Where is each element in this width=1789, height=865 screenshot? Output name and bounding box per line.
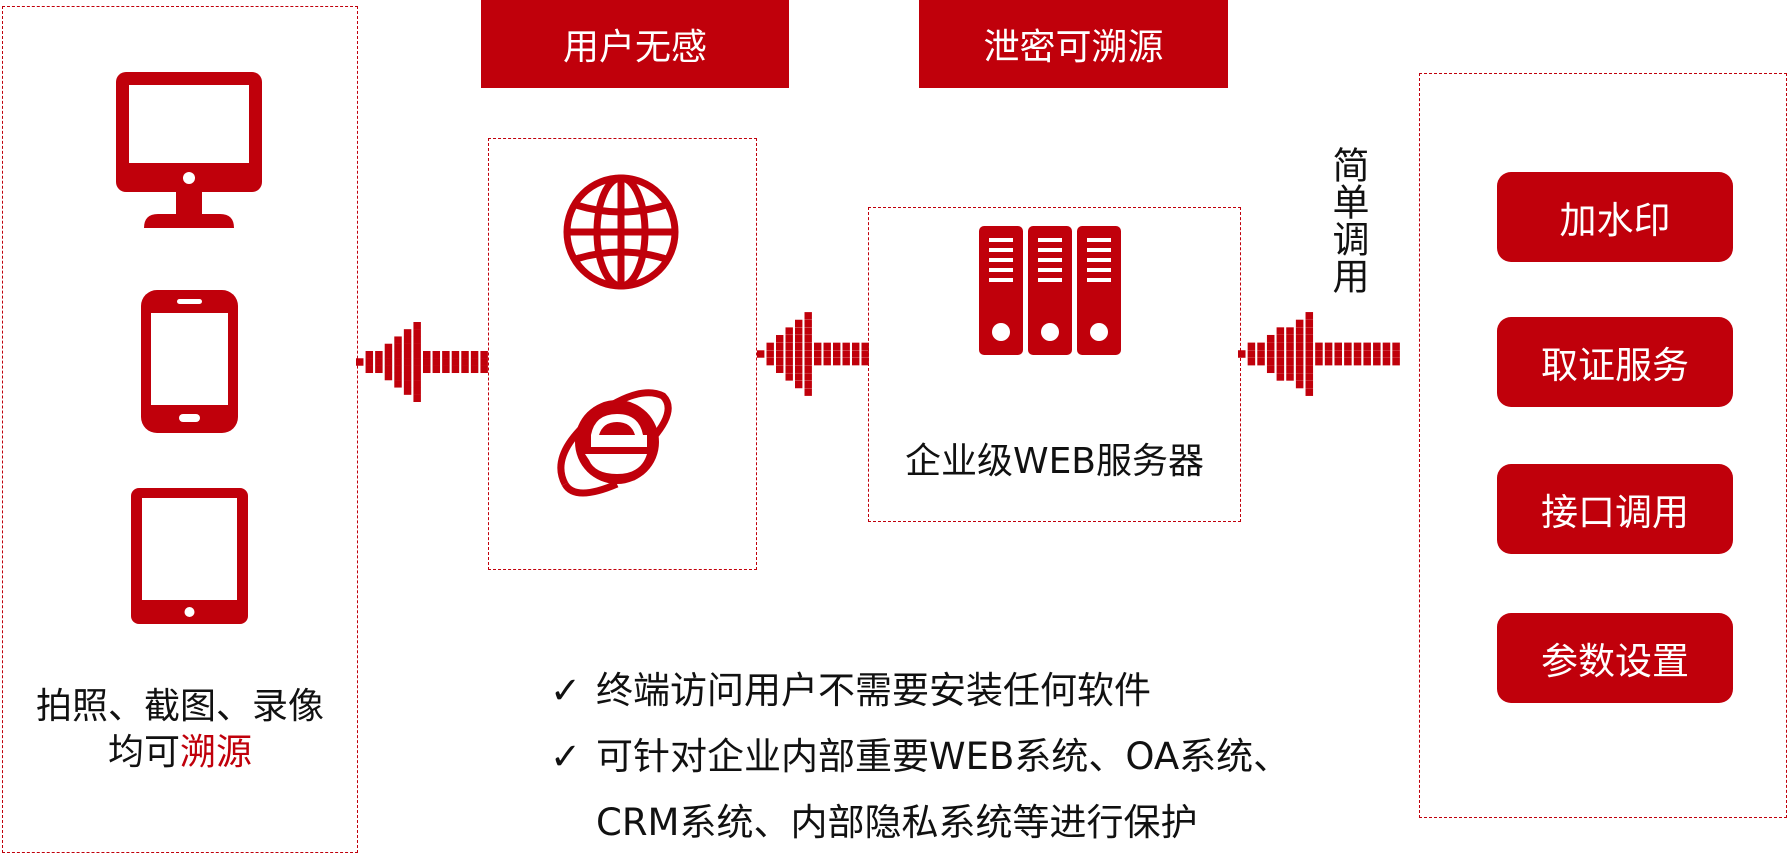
service-button-api-call-label: 接口调用 [1541,491,1689,534]
arrow-left-2 [757,312,869,396]
arrow-left-3 [1238,312,1400,396]
header-user-unaware-label: 用户无感 [562,27,707,68]
service-button-forensics[interactable]: 取证服务 [1497,317,1733,407]
service-button-settings[interactable]: 参数设置 [1497,613,1733,703]
bullet-list: ✓ 终端访问用户不需要安装任何软件 ✓ 可针对企业内部重要WEB系统、OA系统、 C… [550,658,1290,856]
devices-caption-prefix: 均可 [107,732,180,773]
tablet-icon [131,488,248,624]
browser-box [488,138,757,570]
arrow-left-1 [356,322,488,402]
header-leak-traceable: 泄密可溯源 [919,0,1228,88]
service-button-watermark-label: 加水印 [1559,199,1671,242]
bullet-item-2-text-line1: 可针对企业内部重要WEB系统、OA系统、 [596,735,1291,778]
services-box [1419,73,1787,818]
check-icon: ✓ [550,669,582,712]
globe-icon [563,174,679,290]
phone-icon [141,290,238,433]
service-button-watermark[interactable]: 加水印 [1497,172,1733,262]
bullet-item-2: ✓ 可针对企业内部重要WEB系统、OA系统、 [550,724,1290,790]
devices-caption-highlight: 溯源 [180,732,253,773]
devices-caption: 拍照、截图、录像 均可溯源 [2,684,358,776]
bullet-item-2-continuation: CRM系统、内部隐私系统等进行保护 [550,790,1290,856]
vertical-label-simple-call: 简单调用 [1326,146,1369,294]
check-icon: ✓ [550,735,582,778]
server-binders-icon [979,226,1121,355]
ie-browser-icon [557,389,672,497]
bullet-item-1: ✓ 终端访问用户不需要安装任何软件 [550,658,1290,724]
header-leak-traceable-label: 泄密可溯源 [983,27,1164,68]
bullet-item-1-text: 终端访问用户不需要安装任何软件 [596,669,1151,712]
bullet-item-2-text-line2: CRM系统、内部隐私系统等进行保护 [596,801,1198,844]
devices-caption-line1: 拍照、截图、录像 [35,686,324,727]
service-button-forensics-label: 取证服务 [1541,344,1689,387]
header-user-unaware: 用户无感 [481,0,789,88]
server-box [868,207,1241,522]
server-label: 企业级WEB服务器 [904,441,1205,482]
devices-box [2,6,358,853]
devices-caption-line2: 均可溯源 [2,730,358,776]
service-button-api-call[interactable]: 接口调用 [1497,464,1733,554]
service-button-settings-label: 参数设置 [1541,640,1689,683]
monitor-icon [116,72,262,228]
